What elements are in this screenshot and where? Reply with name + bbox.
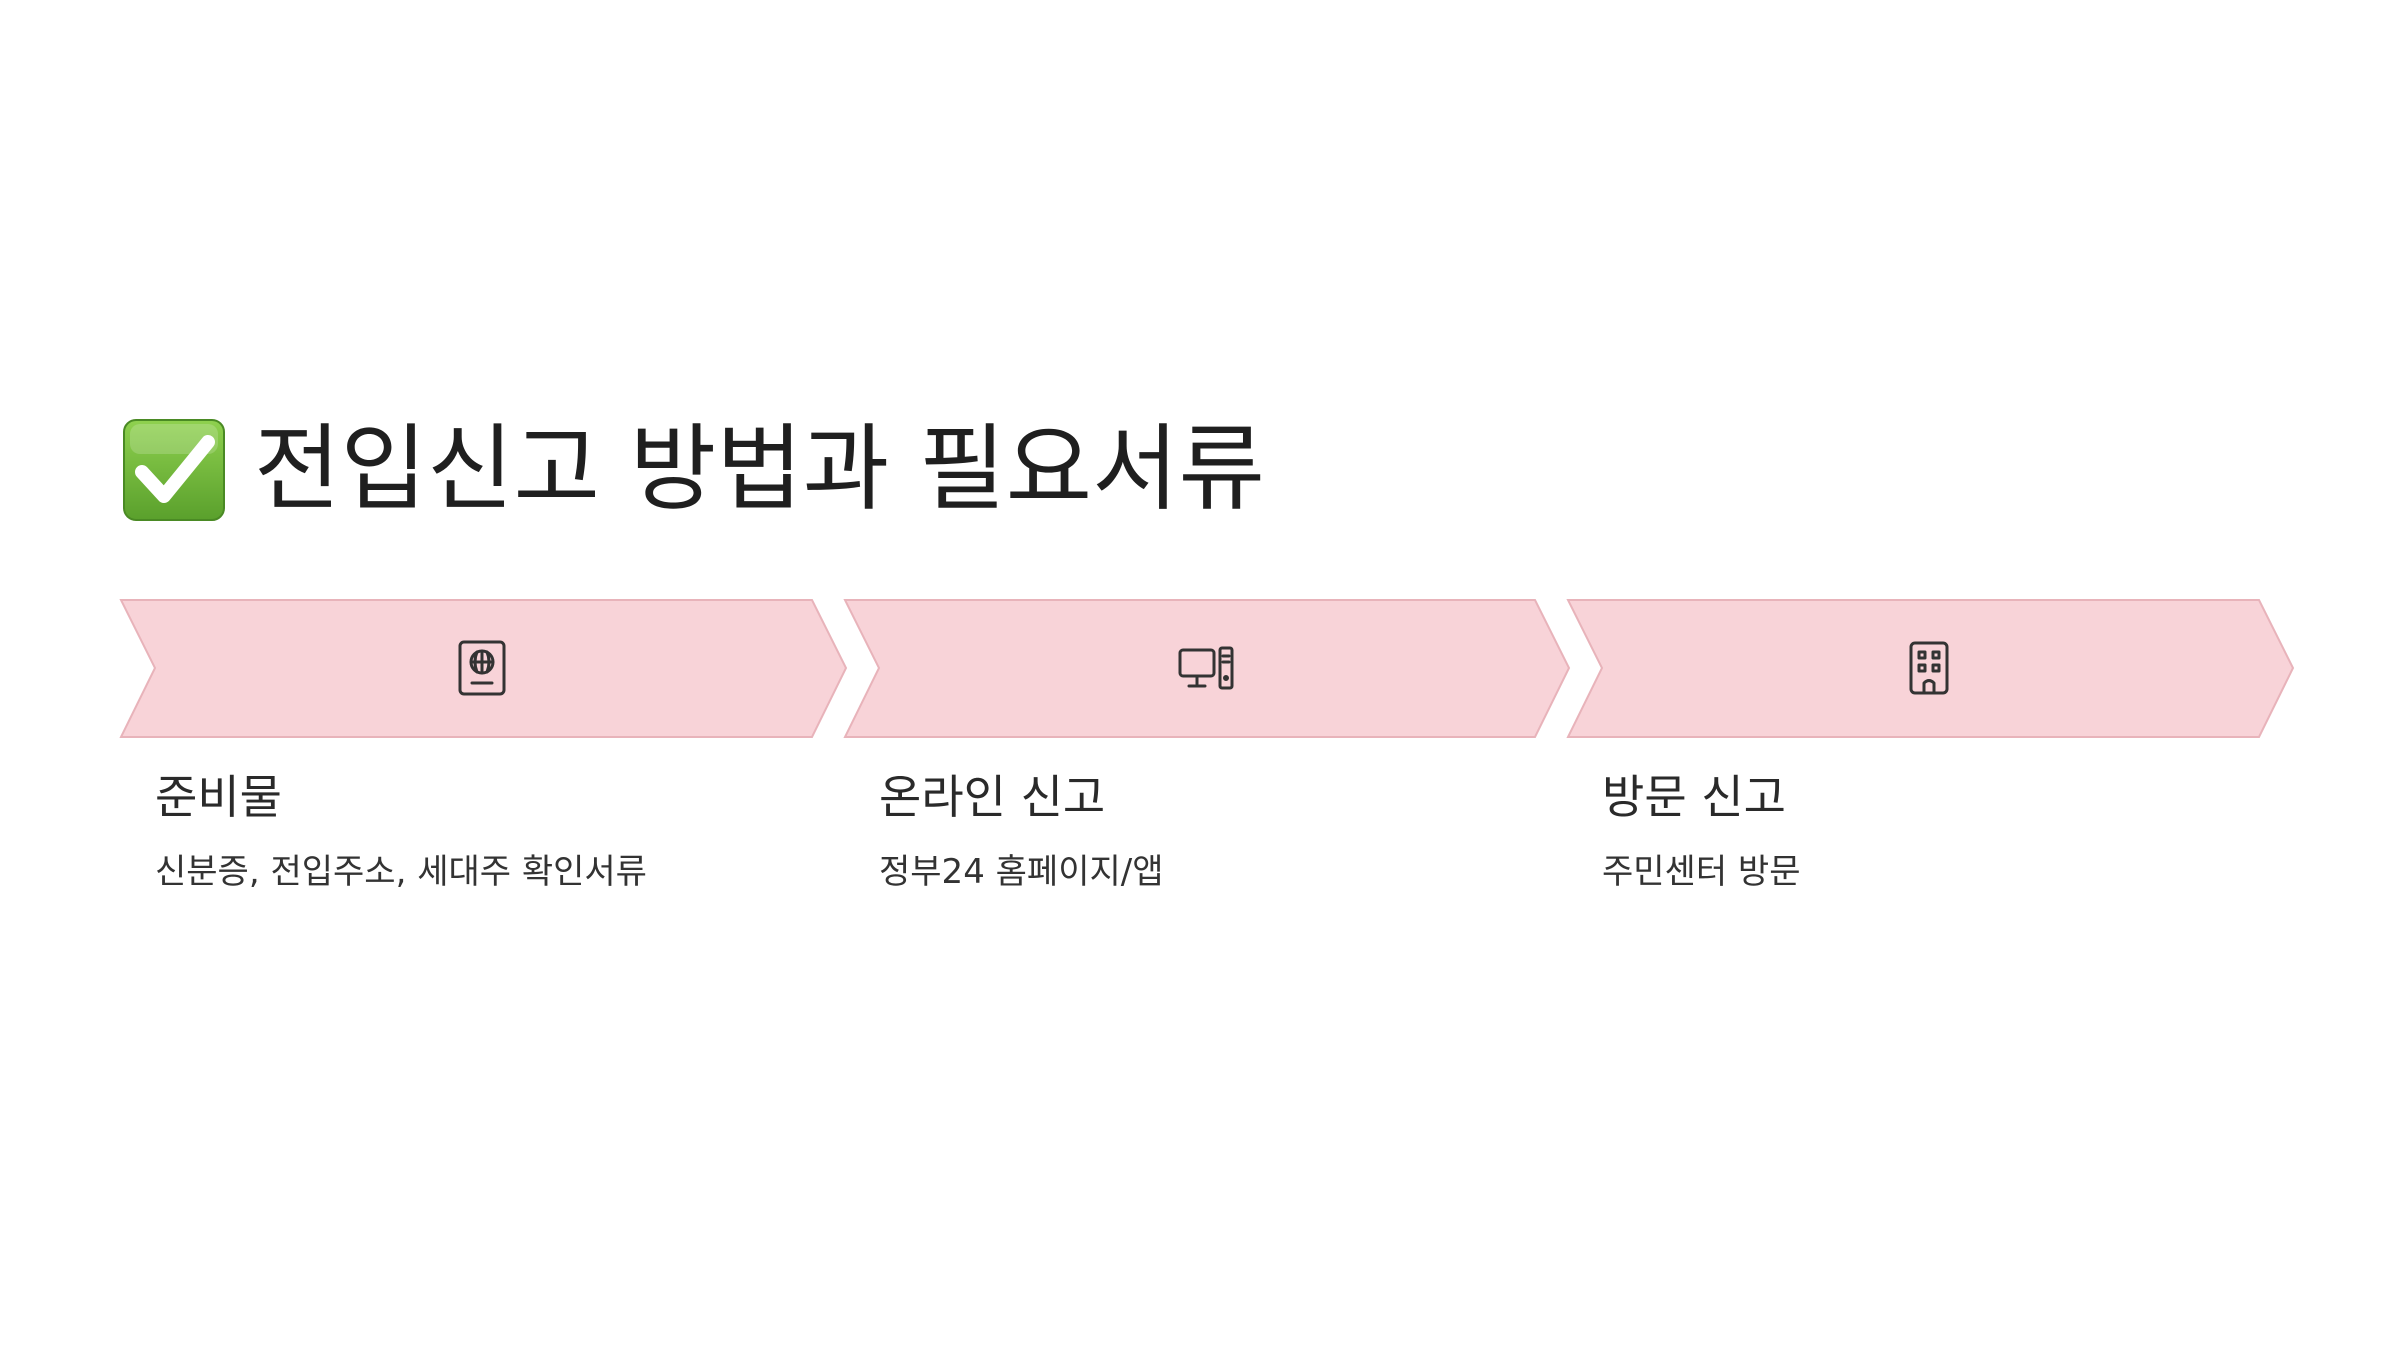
step-2-description: 정부24 홈페이지/앱 [879,852,1164,892]
building-icon [1909,641,1949,695]
step-2-text: 온라인 신고 정부24 홈페이지/앱 [879,765,1519,895]
check-mark-button-icon [123,419,225,521]
chevron-step-1 [119,599,848,738]
step-1-text: 준비물 신분증, 전입주소, 세대주 확인서류 [155,765,795,895]
step-2-title: 온라인 신고 [879,770,1106,824]
step-1-title: 준비물 [155,770,282,824]
desktop-computer-icon [1178,646,1234,690]
step-3-title: 방문 신고 [1602,770,1786,824]
title-row: 전입신고 방법과 필요서류 [120,415,1265,525]
page-title: 전입신고 방법과 필요서류 [254,415,1266,524]
step-1-description: 신분증, 전입주소, 세대주 확인서류 [155,852,647,892]
chevron-step-2 [843,599,1571,738]
step-3-text: 방문 신고 주민센터 방문 [1602,765,2242,895]
step-3-description: 주민센터 방문 [1602,852,1801,892]
passport-icon [458,640,506,696]
chevron-step-3 [1566,599,2295,738]
